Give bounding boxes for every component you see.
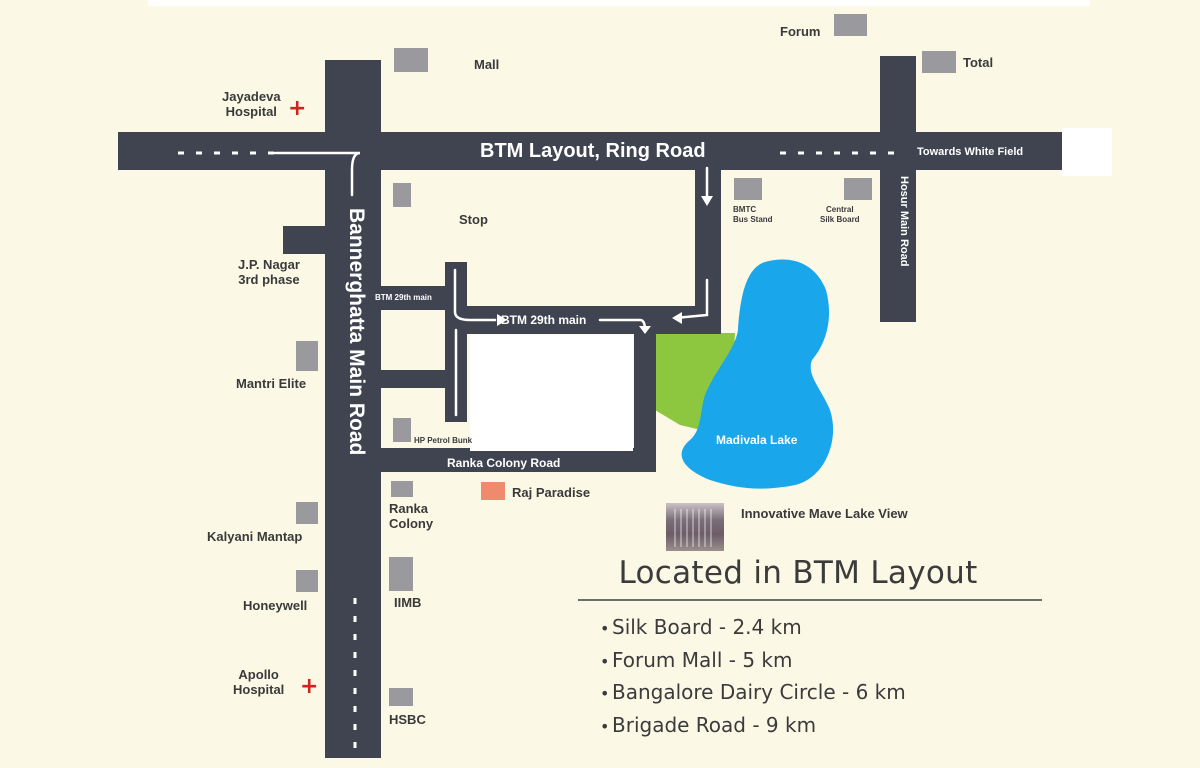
jp-nagar-link [283, 226, 327, 254]
madivala-lake-label: Madivala Lake [716, 433, 798, 447]
bullet-icon: • [600, 651, 610, 671]
raj-paradise-label: Raj Paradise [512, 485, 591, 500]
btm-29th-small-road [381, 286, 449, 310]
hp-petrol-label: HP Petrol Bunk [414, 436, 473, 445]
bmtc-icon [734, 178, 762, 200]
divider [578, 599, 1042, 601]
white-block [470, 335, 633, 451]
list-item: •Bangalore Dairy Circle - 6 km [600, 676, 1048, 709]
list-item: •Silk Board - 2.4 km [600, 611, 1048, 644]
kalyani-mantap-label: Kalyani Mantap [207, 529, 303, 544]
mall-label: Mall [474, 57, 500, 72]
list-item: •Forum Mall - 5 km [600, 644, 1048, 677]
building-photo-icon [666, 503, 724, 551]
iimb-icon [389, 557, 413, 591]
silk-board-icon [844, 178, 872, 200]
hospital-cross-icon: + [300, 674, 319, 699]
info-heading: Located in BTM Layout [618, 555, 978, 591]
honeywell-label: Honeywell [243, 598, 308, 613]
side-panel [1062, 128, 1112, 176]
honeywell-icon [296, 570, 318, 592]
silk-board-label: Central Silk Board [820, 205, 860, 224]
total-icon [922, 51, 956, 73]
list-item: •Brigade Road - 9 km [600, 709, 1048, 742]
towards-whitefield-label: Towards White Field [917, 146, 1024, 158]
kalyani-mantap-icon [296, 502, 318, 524]
btm-29th-main-small-label: BTM 29th main [375, 293, 432, 302]
bullet-icon: • [600, 716, 610, 736]
iimb-label: IIMB [394, 595, 422, 610]
info-panel: Located in BTM Layout •Silk Board - 2.4 … [578, 555, 1048, 741]
bannerghatta-road-label: Bannerghatta Main Road [345, 208, 368, 456]
top-white-strip [148, 0, 1090, 6]
bmtc-label: BMTC Bus Stand [733, 205, 773, 224]
madivala-lake [681, 259, 834, 489]
hospital-cross-icon: + [288, 96, 307, 121]
hp-petrol-icon [393, 418, 411, 442]
btm-29th-main-label: BTM 29th main [501, 313, 587, 327]
ranka-colony-icon [391, 481, 413, 497]
ring-road-label: BTM Layout, Ring Road [480, 140, 706, 162]
bullet-icon: • [600, 619, 610, 638]
ranka-connector-road [634, 330, 656, 472]
forum-label: Forum [780, 24, 821, 39]
hosur-road-label: Hosur Main Road [898, 176, 910, 267]
mantri-elite-icon [296, 341, 318, 371]
park-area [655, 333, 735, 432]
ranka-colony-label: Ranka Colony [389, 501, 434, 531]
mantri-elite-label: Mantri Elite [236, 376, 307, 391]
mall-icon [394, 48, 428, 72]
innovative-label: Innovative Mave Lake View [741, 506, 908, 521]
stop-icon [393, 183, 411, 207]
bullet-icon: • [600, 684, 610, 703]
forum-icon [834, 14, 867, 36]
ranka-colony-road-label: Ranka Colony Road [447, 456, 561, 470]
hsbc-icon [389, 688, 413, 706]
mantri-link-road [381, 370, 449, 388]
apollo-hospital-label: Apollo Hospital [233, 667, 285, 697]
total-label: Total [963, 55, 994, 70]
jayadeva-hospital-label: Jayadeva Hospital [222, 89, 281, 119]
hosur-road [880, 56, 916, 322]
stop-label: Stop [459, 212, 488, 227]
hsbc-label: HSBC [389, 712, 426, 727]
ranka-colony-road-shape [381, 448, 656, 472]
jp-nagar-label: J.P. Nagar 3rd phase [238, 257, 300, 287]
distance-list: •Silk Board - 2.4 km •Forum Mall - 5 km … [578, 611, 1048, 741]
raj-paradise-icon [481, 482, 505, 500]
